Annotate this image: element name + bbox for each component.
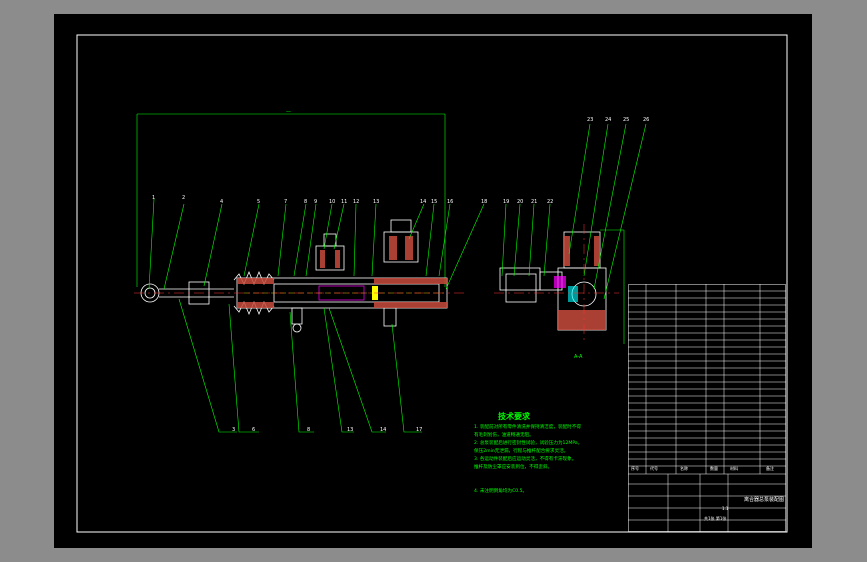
drawing-scale: 1:1 bbox=[722, 506, 729, 511]
requirement-line: 4. 未注明倒角均为C0.5。 bbox=[474, 489, 528, 494]
callout-16: 16 bbox=[447, 199, 454, 205]
sheet-count: 共1张 第1张 bbox=[704, 516, 727, 521]
callout-13b: 13 bbox=[347, 427, 354, 433]
outlet-accents bbox=[494, 224, 625, 344]
bom-header-qty: 数量 bbox=[710, 466, 718, 471]
callout-8: 8 bbox=[304, 199, 308, 205]
grid-border bbox=[628, 284, 786, 532]
callout-6: 6 bbox=[252, 427, 256, 433]
callout-7: 7 bbox=[284, 199, 288, 205]
outlet-hatch bbox=[558, 236, 606, 330]
overall-dimension bbox=[136, 113, 446, 287]
callout-2: 2 bbox=[182, 195, 186, 201]
callout-26: 26 bbox=[643, 117, 650, 123]
callout-11: 11 bbox=[341, 199, 348, 205]
callout-12: 12 bbox=[353, 199, 360, 205]
requirement-line: 1. 装配前对所有零件清洗并保持清洁度，装配时不得 bbox=[474, 425, 581, 430]
callout-14b: 14 bbox=[380, 427, 387, 433]
requirement-line: 3. 各运动件装配后应运动灵活，不得有卡滞现象。 bbox=[474, 457, 577, 462]
requirements-title: 技术要求 bbox=[498, 412, 530, 421]
callout-4: 4 bbox=[220, 199, 224, 205]
leaders-top bbox=[148, 123, 647, 300]
requirement-line: 保压2min无泄漏，行程与推杆配合要求灵活。 bbox=[474, 449, 569, 454]
inner-frame bbox=[76, 34, 788, 533]
bom-header-no: 序号 bbox=[631, 466, 639, 471]
requirement-line: 2. 总泵装配后进行密封性试验，试验压力为12MPa， bbox=[474, 441, 583, 446]
callout-3: 3 bbox=[232, 427, 236, 433]
piston-accents bbox=[134, 285, 464, 301]
callout-14: 14 bbox=[420, 199, 427, 205]
drawing-title: 离合器总泵装配图 bbox=[744, 497, 785, 503]
section-label: A-A bbox=[574, 354, 583, 360]
callout-19: 19 bbox=[503, 199, 510, 205]
section-hatch bbox=[237, 236, 447, 308]
parts-list-grid bbox=[628, 284, 786, 532]
callout-22: 22 bbox=[547, 199, 554, 205]
drawing-sheet: 1 2 4 5 7 8 9 10 11 12 13 14 15 16 18 19… bbox=[54, 14, 812, 548]
overall-dim-text: — bbox=[286, 109, 291, 115]
callout-5: 5 bbox=[257, 199, 261, 205]
bom-header-name: 名称 bbox=[680, 466, 688, 471]
bom-header-material: 材料 bbox=[730, 466, 738, 471]
callout-20: 20 bbox=[517, 199, 524, 205]
callout-13: 13 bbox=[373, 199, 380, 205]
callout-8b: 8 bbox=[307, 427, 311, 433]
callout-15: 15 bbox=[431, 199, 438, 205]
callout-17: 17 bbox=[416, 427, 423, 433]
assembly-drawing bbox=[76, 34, 788, 533]
callout-23: 23 bbox=[587, 117, 594, 123]
callout-10: 10 bbox=[329, 199, 336, 205]
callout-1: 1 bbox=[152, 195, 156, 201]
leaders-bottom bbox=[178, 298, 422, 433]
callout-18: 18 bbox=[481, 199, 488, 205]
bom-header-note: 备注 bbox=[766, 466, 774, 471]
callout-9: 9 bbox=[314, 199, 318, 205]
callout-21: 21 bbox=[531, 199, 538, 205]
requirement-line: 推杆及防尘罩应安装到位，不得歪斜。 bbox=[474, 465, 553, 470]
callout-24: 24 bbox=[605, 117, 612, 123]
bom-header-code: 代号 bbox=[650, 466, 658, 471]
callout-25: 25 bbox=[623, 117, 630, 123]
requirement-line: 有毛刺划伤，油道畅通无阻。 bbox=[474, 433, 534, 438]
